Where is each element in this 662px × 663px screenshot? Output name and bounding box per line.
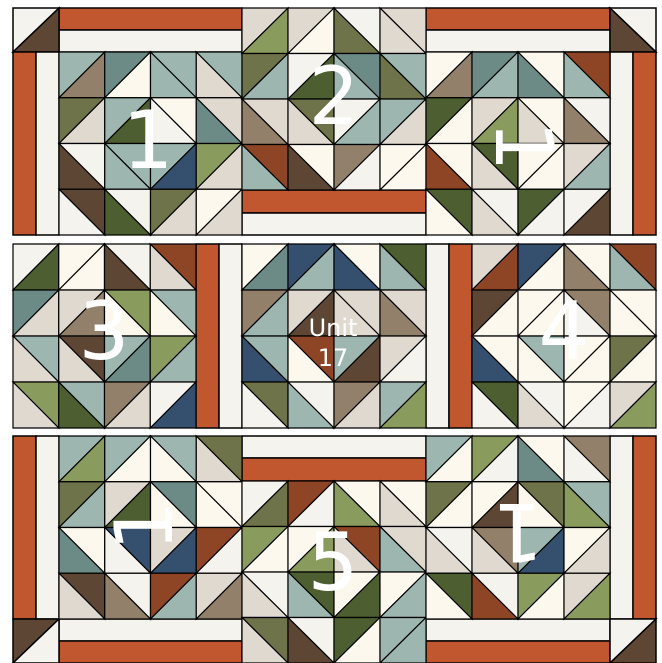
sashing-strip	[219, 244, 242, 428]
block-2-strip	[242, 213, 426, 235]
side-border-strip	[13, 52, 36, 235]
side-border-strip	[36, 52, 59, 235]
block-number-2: 2	[309, 50, 360, 143]
block-number-3: 3	[79, 285, 130, 378]
block-number-4: 4	[539, 285, 590, 378]
rotated-block-number: 1	[493, 485, 544, 578]
top-border-strip	[59, 8, 242, 30]
unit-label: Unit	[309, 314, 358, 342]
side-border-strip	[610, 52, 633, 235]
side-border-strip	[633, 436, 656, 619]
side-border-strip	[36, 436, 59, 619]
bottom-border-strip	[426, 641, 610, 663]
sashing-strip	[426, 244, 449, 428]
bottom-border-strip	[426, 619, 610, 641]
sashing-strip	[449, 244, 472, 428]
block-5-strip	[242, 436, 426, 458]
block-number-1: 1	[123, 94, 174, 187]
block-2-strip	[242, 190, 426, 213]
block-5-strip	[242, 458, 426, 481]
top-border-strip	[59, 30, 242, 52]
side-border-strip	[633, 52, 656, 235]
top-border-strip	[426, 30, 610, 52]
top-border-strip	[426, 8, 610, 30]
bottom-border-strip	[59, 619, 242, 641]
bottom-border-strip	[59, 641, 242, 663]
block-number-5: 5	[308, 516, 359, 609]
side-border-strip	[610, 436, 633, 619]
rotated-block-number: 1	[477, 121, 570, 172]
unit-number: 17	[318, 344, 349, 372]
sashing-strip	[196, 244, 219, 428]
rotated-block-number: 1	[98, 501, 191, 552]
side-border-strip	[13, 436, 36, 619]
